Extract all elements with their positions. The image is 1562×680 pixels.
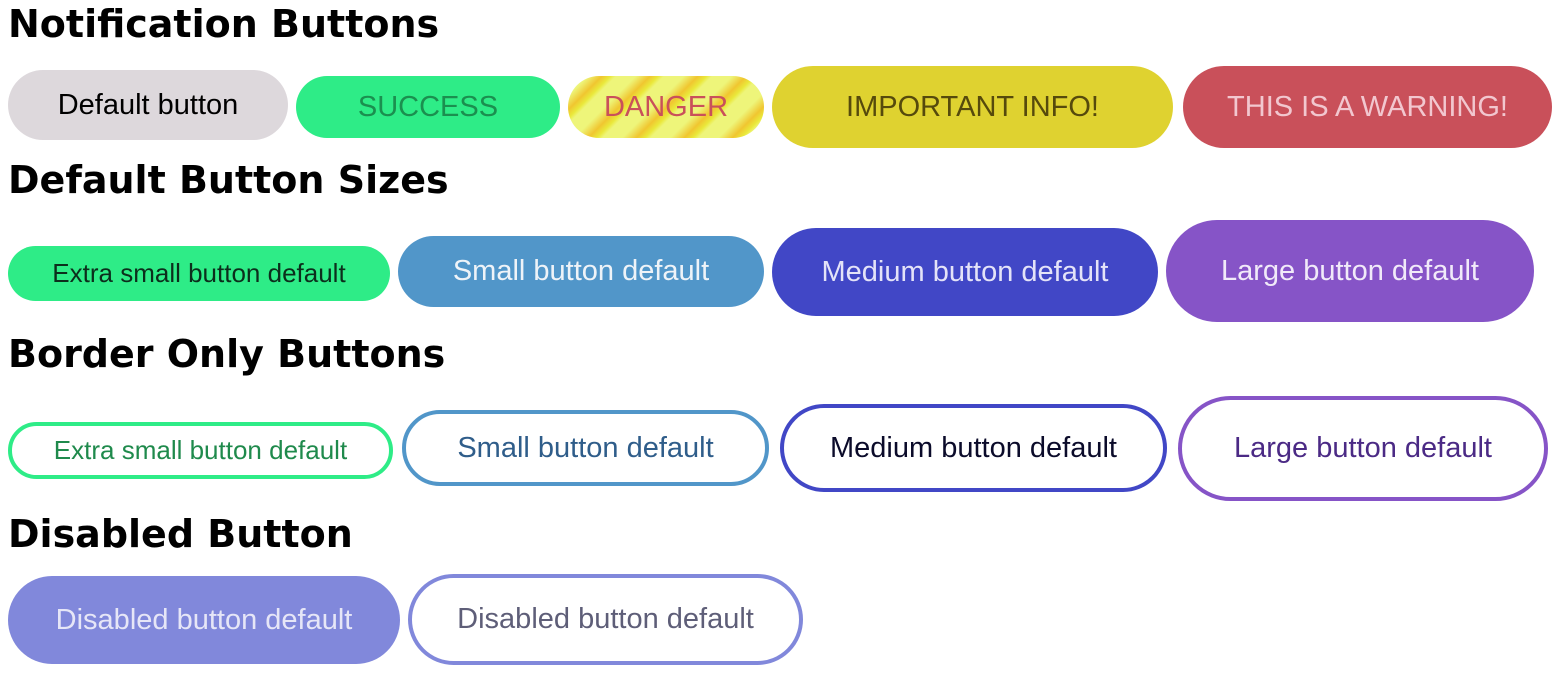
xs-button-label: Extra small button default <box>52 258 346 288</box>
success-button-label: SUCCESS <box>357 90 499 123</box>
success-button[interactable]: SUCCESS <box>296 76 560 138</box>
medium-border-button[interactable]: Medium button default <box>780 404 1167 492</box>
medium-button-label: Medium button default <box>821 255 1109 288</box>
disabled-outline-button[interactable]: Disabled button default <box>408 574 803 665</box>
xs-border-button-label: Extra small button default <box>53 435 348 465</box>
important-info-button[interactable]: IMPORTANT INFO! <box>772 66 1173 148</box>
small-button-label: Small button default <box>452 255 710 287</box>
disabled-outline-button-label: Disabled button default <box>457 603 754 635</box>
section-title-disabled: Disabled Button <box>8 512 353 556</box>
warning-button[interactable]: THIS IS A WARNING! <box>1183 66 1552 148</box>
small-border-button-label: Small button default <box>457 431 714 464</box>
small-border-button[interactable]: Small button default <box>402 410 769 486</box>
xs-border-button[interactable]: Extra small button default <box>8 422 393 479</box>
small-button[interactable]: Small button default <box>398 236 764 307</box>
default-button-label: Default button <box>57 88 239 121</box>
important-info-button-label: IMPORTANT INFO! <box>846 90 1099 123</box>
medium-border-button-label: Medium button default <box>830 431 1117 464</box>
section-title-notification: Notification Buttons <box>8 2 440 46</box>
disabled-filled-button[interactable]: Disabled button default <box>8 576 400 664</box>
xs-button[interactable]: Extra small button default <box>8 246 390 301</box>
large-border-button[interactable]: Large button default <box>1178 396 1548 501</box>
medium-button[interactable]: Medium button default <box>772 228 1158 316</box>
disabled-filled-button-label: Disabled button default <box>55 603 353 636</box>
default-button[interactable]: Default button <box>8 70 288 140</box>
large-button[interactable]: Large button default <box>1166 220 1534 322</box>
large-border-button-label: Large button default <box>1234 432 1492 464</box>
danger-button-label: DANGER <box>603 90 729 123</box>
large-button-label: Large button default <box>1221 254 1479 287</box>
danger-button[interactable]: DANGER <box>568 76 764 138</box>
warning-button-label: THIS IS A WARNING! <box>1227 90 1508 123</box>
section-title-sizes: Default Button Sizes <box>8 158 449 202</box>
section-title-border: Border Only Buttons <box>8 332 446 376</box>
